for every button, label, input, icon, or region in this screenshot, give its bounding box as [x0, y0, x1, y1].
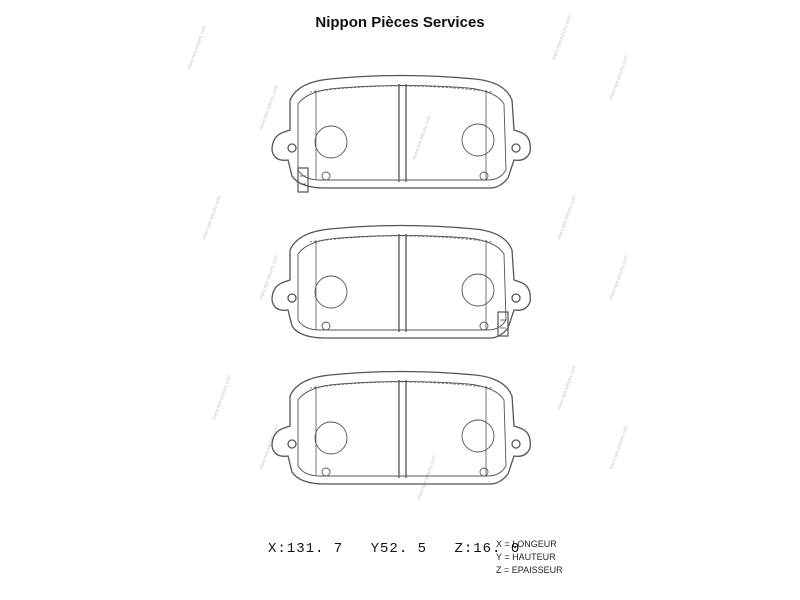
watermark-text: www.nps-pieces.com	[211, 374, 233, 420]
watermark-text: www.nps-pieces.com	[201, 194, 223, 240]
watermark-text: www.nps-pieces.com	[258, 254, 280, 300]
brake-pad-2	[271, 224, 531, 339]
brake-pad-1	[271, 74, 531, 193]
watermark-text: www.nps-pieces.com	[551, 14, 573, 60]
watermark-text: www.nps-pieces.com	[608, 54, 630, 100]
watermark-text: www.nps-pieces.com	[258, 424, 280, 470]
watermark-text: www.nps-pieces.com	[556, 194, 578, 240]
watermark-layer: www.nps-pieces.com www.nps-pieces.com ww…	[186, 14, 630, 500]
dimension-legend: X = LONGEUR Y = HAUTEUR Z = EPAISSEUR	[496, 538, 563, 577]
page-title: Nippon Pièces Services	[315, 14, 485, 31]
dimension-z: Z:16. 0	[454, 541, 521, 557]
watermark-text: www.nps-pieces.com	[186, 24, 208, 70]
dimension-x: X:131. 7	[268, 541, 344, 557]
watermark-text: www.nps-pieces.com	[416, 454, 438, 500]
dimensions-readout: X:131. 7 Y52. 5 Z:16. 0	[268, 541, 538, 557]
watermark-text: www.nps-pieces.com	[608, 424, 630, 470]
watermark-text: www.nps-pieces.com	[608, 254, 630, 300]
brake-pad-3	[271, 370, 531, 485]
dimension-y: Y52. 5	[370, 541, 428, 557]
legend-item-y: Y = HAUTEUR	[496, 552, 556, 562]
legend-item-z: Z = EPAISSEUR	[496, 565, 563, 575]
watermark-text: www.nps-pieces.com	[411, 114, 433, 160]
legend-item-x: X = LONGEUR	[496, 539, 557, 549]
watermark-text: www.nps-pieces.com	[258, 84, 280, 130]
watermark-text: www.nps-pieces.com	[556, 364, 578, 410]
